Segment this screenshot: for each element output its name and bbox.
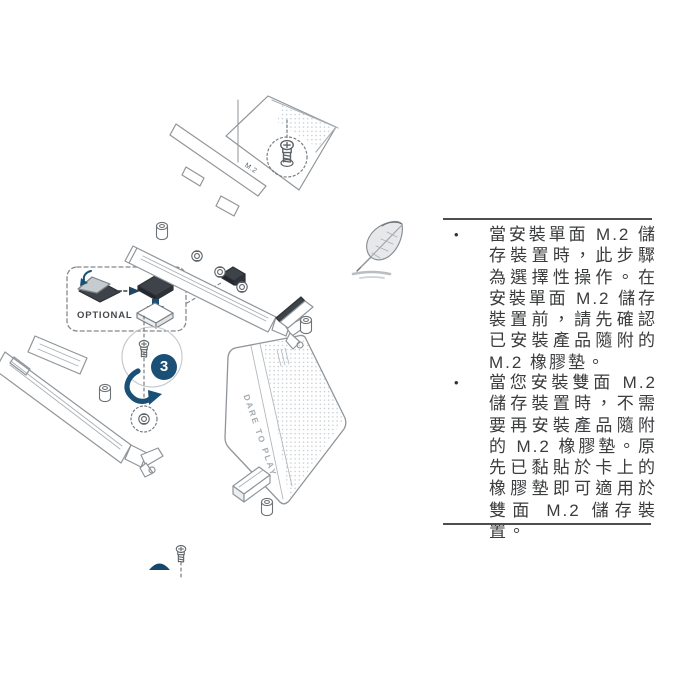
peel-pad-icon xyxy=(77,270,121,303)
bullet-marker: • xyxy=(454,227,459,242)
nut-screw-icon xyxy=(236,281,248,293)
note-text-single-sided: 當安裝單面 M.2 儲存裝置時，此步驟為選擇性操作。在安裝單面 M.2 儲存裝置… xyxy=(489,225,657,372)
rail-latch xyxy=(124,444,164,478)
note-divider-top xyxy=(443,218,652,220)
standoff-icon xyxy=(260,497,274,517)
note-bullet-2: • 當您安裝雙面 M.2 儲存裝置時，不需要再安裝產品隨附的 M.2 橡膠墊。原… xyxy=(443,372,657,542)
graphics-card-shroud xyxy=(224,334,347,505)
note-divider-bottom xyxy=(443,523,651,525)
note-bullet-1: • 當安裝單面 M.2 儲存裝置時，此步驟為選擇性操作。在安裝單面 M.2 儲存… xyxy=(443,224,657,373)
rubber-pad-icon xyxy=(136,302,174,329)
micro-text-lines xyxy=(276,347,290,367)
heatsink-rail-lower xyxy=(0,351,164,478)
step-3-badge: 3 xyxy=(151,354,177,380)
optional-box xyxy=(66,266,222,332)
screw-callout-circle xyxy=(130,405,158,433)
note-text-double-sided: 當您安裝雙面 M.2 儲存裝置時，不需要再安裝產品隨附的 M.2 橡膠墊。原先已… xyxy=(489,373,657,542)
quill-pen-icon xyxy=(351,220,403,279)
nut-screw-icon xyxy=(138,413,150,425)
screw-icon xyxy=(175,545,187,563)
rotate-arrow-icon xyxy=(124,368,162,405)
card-cut-hatch xyxy=(277,104,333,148)
nut-screw-icon xyxy=(191,250,203,262)
cropped-blue-arrow xyxy=(149,563,170,570)
nut-screw-icon xyxy=(214,266,226,278)
screw-callout-chain xyxy=(130,315,158,433)
dashed-arrow-icon xyxy=(112,286,140,296)
standoff-icon xyxy=(98,383,112,403)
standoff-icon xyxy=(155,221,169,241)
bullet-marker: • xyxy=(454,375,459,390)
magnify-circle xyxy=(121,326,183,388)
standoff-icon xyxy=(299,315,313,335)
m2-ssd-block xyxy=(275,296,314,329)
heatsink-rail-upper xyxy=(121,245,309,388)
thermal-pad-icon xyxy=(137,275,174,301)
screw-icon xyxy=(138,340,150,358)
bottom-block xyxy=(232,466,271,503)
optional-label: OPTIONAL xyxy=(77,310,133,321)
backplate-block xyxy=(27,335,88,375)
card-hatch xyxy=(263,338,344,499)
top-bracket-assembly xyxy=(169,95,339,217)
bottom-screw xyxy=(149,545,187,579)
